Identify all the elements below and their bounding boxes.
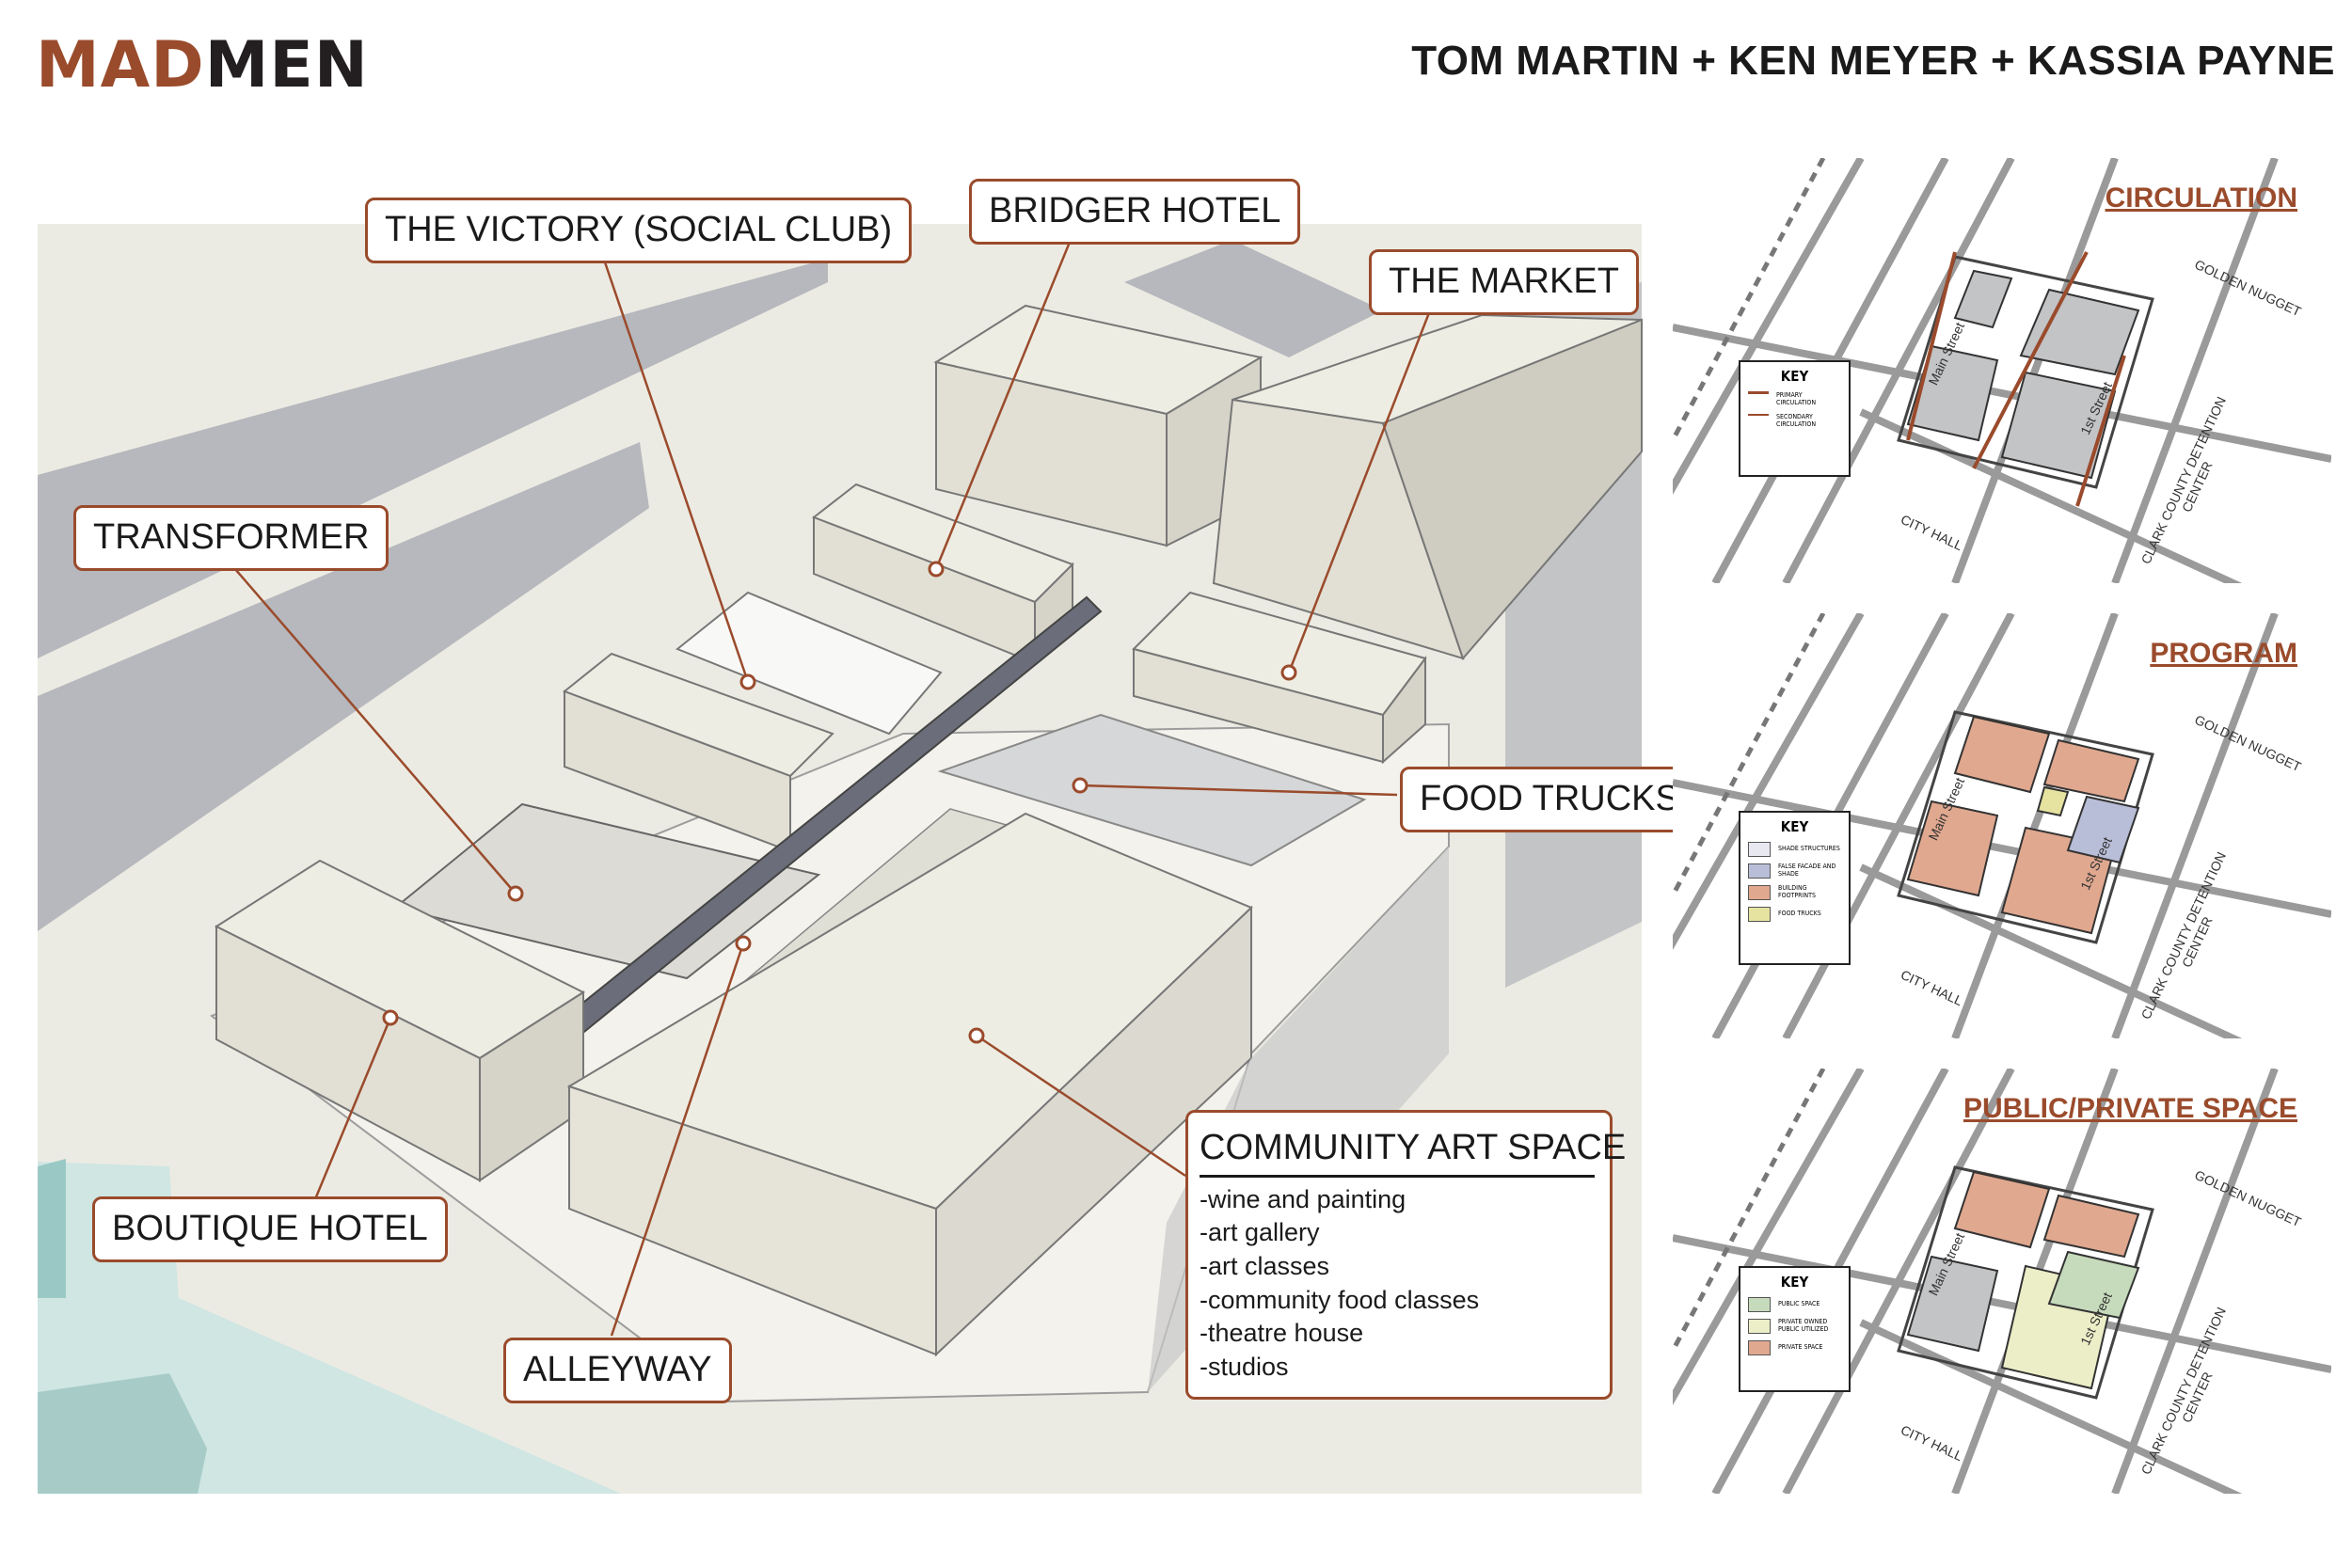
road-left <box>38 442 649 931</box>
leader-transformer <box>234 568 516 895</box>
key-title: KEY <box>1780 1274 1809 1291</box>
dot-alleyway <box>735 935 752 952</box>
logo-men: MEN <box>204 28 369 103</box>
community-list: -wine and painting -art gallery -art cla… <box>1200 1183 1595 1385</box>
authors-heading: TOM MARTIN + KEN MEYER + KASSIA PAYNE <box>1411 38 2335 84</box>
market-tower-side <box>1381 318 1643 660</box>
community-side <box>568 1085 937 1356</box>
dot-bridger <box>928 561 945 578</box>
key-item: SECONDARY CIRCULATION <box>1748 413 1841 429</box>
inset-circulation: CIRCULATION KEY PRIMARY CIRCULATION SECO… <box>1673 158 2331 583</box>
inset-public-private: PUBLIC/PRIVATE SPACE KEY PUBLIC SPACE PR… <box>1673 1069 2331 1494</box>
inset-title: CIRCULATION <box>2105 182 2297 214</box>
inset-key: KEY PRIMARY CIRCULATION SECONDARY CIRCUL… <box>1739 360 1851 477</box>
key-item: SHADE STRUCTURES <box>1748 842 1841 857</box>
key-item: PRIMARY CIRCULATION <box>1748 391 1841 407</box>
key-label: FOOD TRUCKS <box>1778 910 1821 918</box>
dot-boutique <box>382 1009 399 1026</box>
community-item: -art classes <box>1200 1251 1330 1280</box>
leader-alleyway <box>610 942 745 1337</box>
inset-program: PROGRAM KEY SHADE STRUCTURES FALSE FACAD… <box>1673 613 2331 1038</box>
transformer-court <box>392 802 821 980</box>
key-title: KEY <box>1780 368 1809 385</box>
key-item: PUBLIC SPACE <box>1748 1297 1841 1312</box>
leader-victory <box>600 253 750 683</box>
key-item: FOOD TRUCKS <box>1748 907 1841 922</box>
callout-community: COMMUNITY ART SPACE -wine and painting -… <box>1185 1110 1626 1401</box>
madmen-logo: MADMEN <box>36 34 369 98</box>
callout-transformer: TRANSFORMER <box>73 505 389 571</box>
callout-boutique: BOUTIQUE HOTEL <box>92 1196 448 1262</box>
callout-victory: THE VICTORY (SOCIAL CLUB) <box>365 198 913 263</box>
leader-boutique <box>313 1017 392 1200</box>
dot-victory <box>739 673 756 690</box>
callout-bridger: BRIDGER HOTEL <box>969 179 1301 245</box>
community-item: -studios <box>1200 1352 1289 1381</box>
dot-market <box>1280 664 1297 681</box>
key-label: SECONDARY CIRCULATION <box>1776 413 1817 428</box>
key-label: PRIVATE SPACE <box>1778 1343 1823 1352</box>
market-low-side <box>1382 656 1426 765</box>
inset-map <box>1673 1069 2331 1494</box>
community-item: -theatre house <box>1200 1319 1364 1348</box>
inset-map <box>1673 158 2331 583</box>
dot-community <box>968 1027 985 1044</box>
key-item: PRIVATE SPACE <box>1748 1340 1841 1355</box>
inset-title: PUBLIC/PRIVATE SPACE <box>1963 1093 2297 1124</box>
leader-market <box>1287 309 1432 673</box>
key-title: KEY <box>1780 818 1809 835</box>
key-item: FALSE FACADE AND SHADE <box>1748 863 1841 879</box>
key-label: FALSE FACADE AND SHADE <box>1778 863 1836 878</box>
food-truck-plaza <box>937 713 1367 867</box>
community-item: -community food classes <box>1200 1285 1480 1314</box>
callout-market: THE MARKET <box>1369 249 1639 315</box>
leader-foodtrucks <box>1079 784 1398 797</box>
dot-foodtrucks <box>1072 777 1089 794</box>
callout-food-trucks: FOOD TRUCKS <box>1400 767 1699 832</box>
leader-community <box>976 1034 1186 1178</box>
key-label: SHADE STRUCTURES <box>1778 845 1840 853</box>
road-top-right <box>1124 240 1383 357</box>
callout-alleyway: ALLEYWAY <box>503 1338 732 1403</box>
water-block <box>38 1159 66 1298</box>
leader-bridger <box>934 234 1074 570</box>
community-title: COMMUNITY ART SPACE <box>1200 1128 1626 1178</box>
key-label: PUBLIC SPACE <box>1778 1300 1820 1308</box>
water-dark <box>38 1373 207 1494</box>
inset-map <box>1673 613 2331 1038</box>
key-item: BUILDING FOOTPRINTS <box>1748 884 1841 900</box>
inset-key: KEY PUBLIC SPACE PRIVATE OWNED PUBLIC UT… <box>1739 1266 1851 1392</box>
inset-key: KEY SHADE STRUCTURES FALSE FACADE AND SH… <box>1739 811 1851 965</box>
inset-title: PROGRAM <box>2150 638 2297 669</box>
key-label: PRIVATE OWNED PUBLIC UTILIZED <box>1778 1318 1829 1333</box>
key-label: BUILDING FOOTPRINTS <box>1778 884 1816 899</box>
key-item: PRIVATE OWNED PUBLIC UTILIZED <box>1748 1318 1841 1334</box>
community-item: -wine and painting <box>1200 1184 1406 1213</box>
dot-transformer <box>507 885 524 902</box>
community-item: -art gallery <box>1200 1218 1320 1247</box>
key-label: PRIMARY CIRCULATION <box>1776 390 1817 406</box>
logo-mad: MAD <box>36 28 205 103</box>
